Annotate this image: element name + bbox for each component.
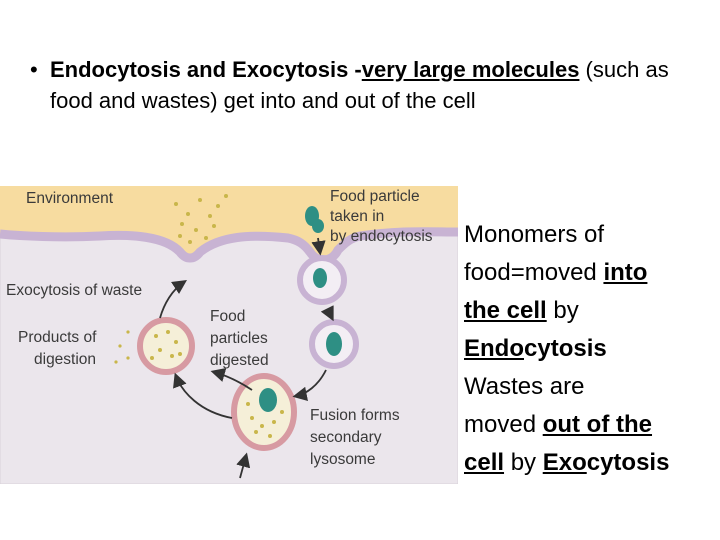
heading-term: Endocytosis and Exocytosis - bbox=[50, 57, 362, 82]
heading-emphasis: very large molecules bbox=[362, 57, 580, 82]
food-vacuole bbox=[312, 322, 356, 366]
label-food-particle-3: by endocytosis bbox=[330, 228, 433, 245]
side-emphasis: into bbox=[603, 259, 647, 286]
side-text: Monomers of bbox=[464, 221, 604, 248]
side-explanation: Monomers of food=moved into the cell by … bbox=[464, 216, 704, 482]
label-fusion-1: Fusion forms bbox=[310, 407, 400, 424]
secondary-lysosome bbox=[234, 376, 294, 448]
label-products-2: digestion bbox=[34, 351, 96, 368]
side-line-1: Monomers of bbox=[464, 216, 704, 254]
bullet: • bbox=[30, 54, 38, 85]
side-line-5: Wastes are bbox=[464, 368, 704, 406]
side-emphasis: cell bbox=[464, 449, 504, 476]
side-emphasis: Endo bbox=[464, 335, 524, 362]
label-digested-1: Food bbox=[210, 308, 245, 325]
label-digested-2: particles bbox=[210, 330, 268, 347]
side-line-3: the cell by bbox=[464, 292, 704, 330]
side-line-7: cell by Exocytosis bbox=[464, 444, 704, 482]
digesting-vesicle bbox=[140, 320, 192, 372]
side-emphasis: the cell bbox=[464, 297, 547, 324]
side-emphasis: out of the bbox=[543, 411, 652, 438]
side-text: moved bbox=[464, 411, 543, 438]
endocytic-vesicle-forming bbox=[300, 258, 344, 302]
label-fusion-3: lysosome bbox=[310, 451, 375, 468]
side-text: by bbox=[547, 297, 579, 324]
label-environment: Environment bbox=[26, 190, 114, 207]
side-text: by bbox=[504, 449, 543, 476]
label-digested-3: digested bbox=[210, 352, 269, 369]
side-line-6: moved out of the bbox=[464, 406, 704, 444]
side-bold: cytosis bbox=[587, 449, 670, 476]
side-line-2: food=moved into bbox=[464, 254, 704, 292]
side-bold: cytosis bbox=[524, 335, 607, 362]
label-products-1: Products of bbox=[18, 329, 97, 346]
heading: • Endocytosis and Exocytosis -very large… bbox=[30, 54, 700, 116]
side-text: Wastes are bbox=[464, 373, 584, 400]
label-food-particle-2: taken in bbox=[330, 208, 384, 225]
side-emphasis: Exo bbox=[543, 449, 587, 476]
label-exocytosis: Exocytosis of waste bbox=[6, 282, 142, 299]
label-food-particle-1: Food particle bbox=[330, 188, 420, 205]
side-line-4: Endocytosis bbox=[464, 330, 704, 368]
label-fusion-2: secondary bbox=[310, 429, 382, 446]
endocytosis-diagram: Environment Food particle taken in by en… bbox=[0, 186, 458, 484]
side-text: food=moved bbox=[464, 259, 603, 286]
heading-text: Endocytosis and Exocytosis -very large m… bbox=[30, 54, 700, 116]
